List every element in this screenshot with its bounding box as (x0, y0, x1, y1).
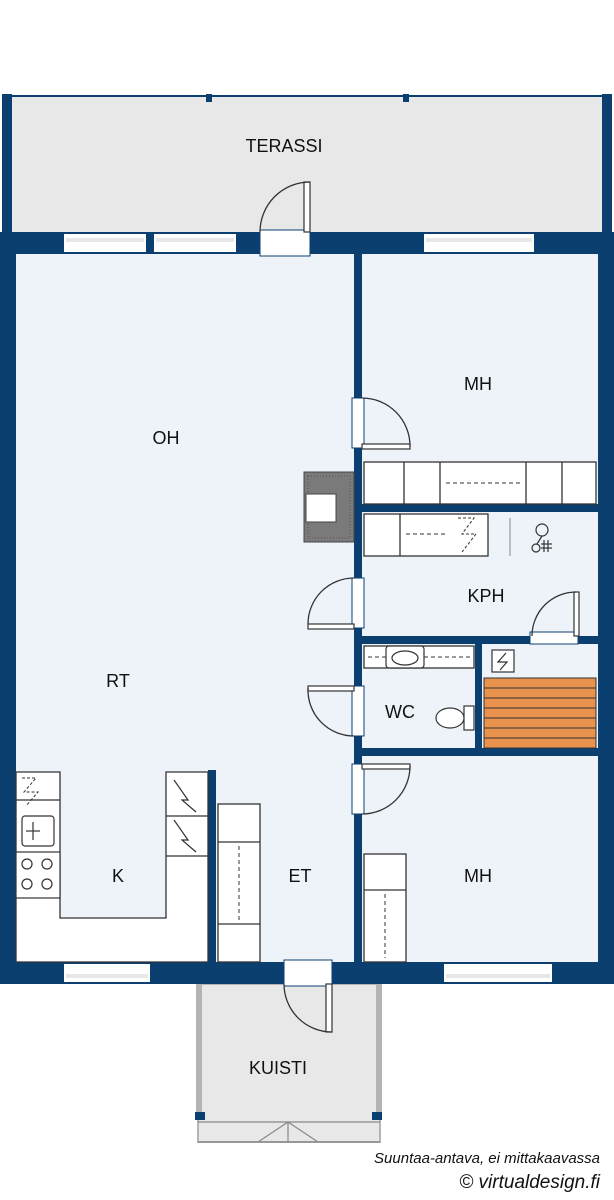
door-bedroom-bottom (351, 763, 411, 815)
bathroom-bench (363, 513, 489, 557)
door-bedroom-top (351, 397, 411, 450)
copyright-note: © virtualdesign.fi (459, 1172, 600, 1193)
door-bathroom-hall (307, 577, 365, 630)
room-label-living: OH (153, 428, 180, 448)
window-top-2 (154, 234, 236, 252)
window-top-3 (424, 234, 534, 252)
terrace-door (259, 181, 311, 257)
room-label-bathroom: KPH (467, 586, 504, 606)
room-label-bedroom-top: MH (464, 374, 492, 394)
room-label-entry: ET (288, 866, 311, 886)
fireplace (303, 471, 355, 543)
kitchen-sink-icon (21, 815, 55, 847)
entry-wardrobe (217, 803, 261, 963)
window-bottom-2 (444, 964, 552, 982)
room-label-wc: WC (385, 702, 415, 722)
door-sauna (529, 591, 580, 645)
interior-floor (14, 254, 602, 964)
window-bottom-1 (64, 964, 150, 982)
shower-icon (531, 523, 552, 553)
room-label-dining: RT (106, 671, 130, 691)
room-label-porch: KUISTI (249, 1058, 307, 1078)
wardrobe-top-bedroom (363, 461, 597, 505)
porch-area (197, 983, 381, 1143)
door-wc (307, 685, 365, 737)
room-label-terrace: TERASSI (245, 136, 322, 156)
window-top-1 (64, 234, 146, 252)
sauna-stove-icon (491, 649, 515, 673)
room-label-kitchen: K (112, 866, 124, 886)
room-label-bedroom-bottom: MH (464, 866, 492, 886)
sauna-benches (483, 677, 597, 749)
stove-icon (15, 851, 61, 899)
wardrobe-bottom-bedroom (363, 853, 407, 963)
toilet-icon (435, 705, 475, 731)
entrance-door (283, 959, 333, 1033)
sink-icon (385, 645, 425, 669)
disclaimer-note: Suuntaa-antava, ei mittakaavassa (374, 1150, 600, 1167)
